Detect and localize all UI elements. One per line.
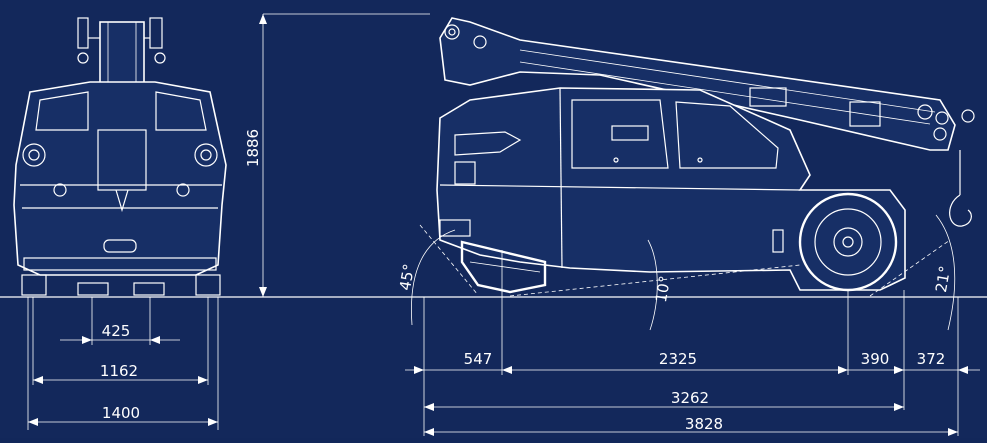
headlight-left <box>22 143 46 167</box>
track-right-outer <box>195 274 221 296</box>
front-panel-right <box>155 91 207 131</box>
hook-front <box>115 189 129 213</box>
height-label: 1886 <box>244 129 262 167</box>
hook-side <box>949 194 972 227</box>
boom-arm <box>439 17 956 151</box>
approach-angle-arc <box>411 229 456 326</box>
departure-angle-arc <box>935 214 956 331</box>
headlight-right <box>194 143 218 167</box>
approach-angle-line <box>419 224 479 296</box>
front-center-column <box>97 129 147 191</box>
overall-width-label: 1400 <box>102 404 140 422</box>
wheelbase-section-label: 2325 <box>659 350 697 368</box>
door-handle <box>611 125 649 141</box>
track-inner-label: 425 <box>102 322 131 340</box>
boom-pivot <box>444 24 460 40</box>
front-body-shell <box>13 81 227 276</box>
side-track <box>460 240 547 294</box>
front-badge <box>103 239 137 253</box>
track-outer-label: 1162 <box>100 362 138 380</box>
boom-tip-sheave <box>961 109 975 123</box>
ramp-angle-label: 10° <box>652 274 674 303</box>
side-window-1 <box>571 99 669 169</box>
side-marker <box>772 229 784 253</box>
chassis-length-label: 3262 <box>671 389 709 407</box>
track-right-inner <box>133 282 165 296</box>
rear-rim <box>814 208 882 276</box>
departure-angle-line <box>869 239 951 297</box>
overall-length-label: 3828 <box>685 415 723 433</box>
rear-section-label: 390 <box>861 350 890 368</box>
boom-bracket-2 <box>849 101 881 127</box>
side-lamp <box>454 161 476 185</box>
front-view: 1886 425 1162 1400 <box>13 13 430 430</box>
boom-bracket-1 <box>749 87 787 107</box>
mast-lamp-left <box>77 17 89 49</box>
front-overhang-label: 547 <box>464 350 493 368</box>
side-window-2 <box>675 101 779 169</box>
track-left-outer <box>21 274 47 296</box>
side-boom <box>439 17 975 227</box>
departure-angle-label: 21° <box>932 264 954 293</box>
track-left-inner <box>77 282 109 296</box>
rear-hub <box>833 227 863 257</box>
angle-guides: 45° 10° 21° <box>396 214 956 331</box>
side-dimensions: 547 2325 390 372 3262 3828 <box>405 250 980 436</box>
approach-angle-label: 45° <box>396 262 418 291</box>
front-panel-left <box>35 91 89 131</box>
side-headlight <box>454 131 522 156</box>
front-body <box>13 81 227 296</box>
front-dimensions: 1886 425 1162 1400 <box>27 13 430 430</box>
front-crawler <box>460 240 547 294</box>
side-view: 45° 10° 21° 547 2325 390 372 <box>396 17 980 436</box>
side-body <box>436 87 906 291</box>
mast-lamp-right <box>149 17 163 49</box>
ramp-angle-arc <box>647 239 658 331</box>
front-bumper <box>439 219 471 237</box>
side-body-shell <box>436 87 906 291</box>
rear-overhang-label: 372 <box>917 350 946 368</box>
body-divider <box>559 87 563 269</box>
